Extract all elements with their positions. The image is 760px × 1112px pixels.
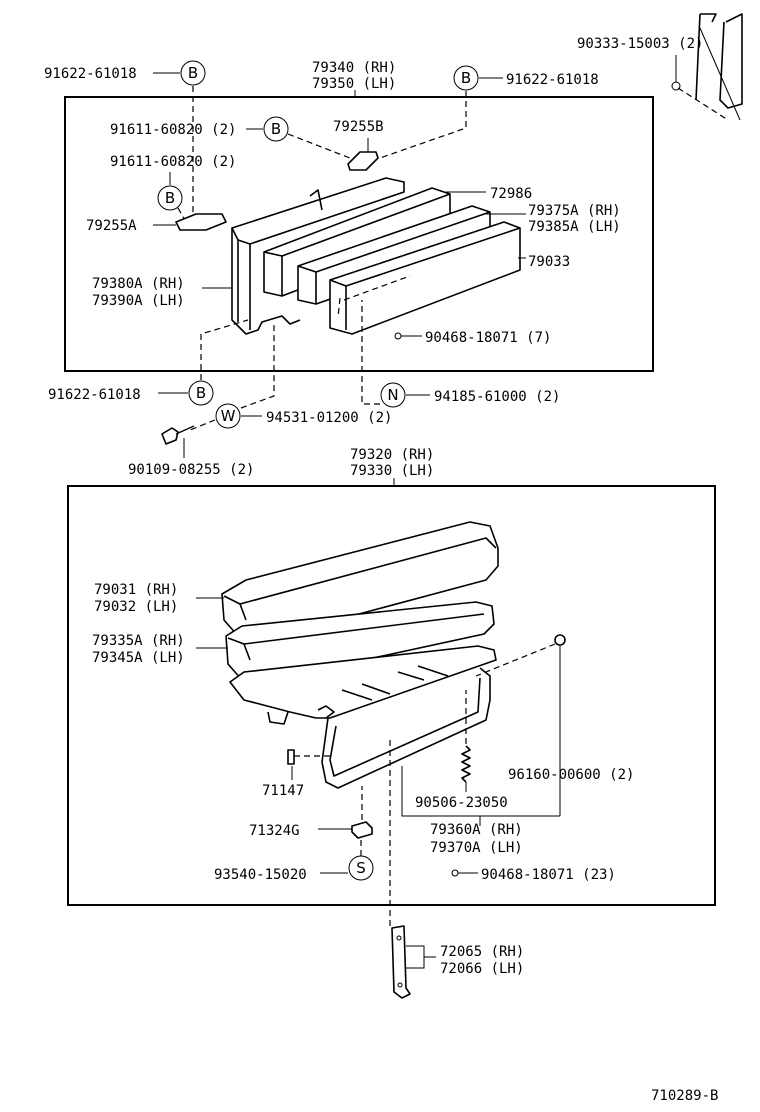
label-72986: 72986: [490, 186, 532, 202]
frame-79335a-edges: [227, 613, 485, 661]
svg-text:B: B: [188, 64, 198, 82]
label-91611-1: 91611-60820 (2): [110, 122, 236, 138]
svg-text:B: B: [271, 120, 281, 138]
svg-text:N: N: [387, 386, 398, 404]
label-79385a: 79385A (LH): [528, 219, 621, 235]
base-tray-hinge: [317, 705, 335, 719]
dash-b-bottom: [200, 319, 249, 380]
leader-79360a: [401, 766, 560, 817]
label-79255b: 79255B: [333, 119, 384, 135]
label-93540: 93540-15020: [214, 867, 307, 883]
label-79345a: 79345A (LH): [92, 650, 185, 666]
bolt-90109: [161, 427, 179, 445]
label-79360a: 79360A (RH): [430, 822, 523, 838]
pad-79375a-edges: [297, 211, 491, 304]
hinge-79255b: [347, 151, 379, 171]
cushion-79033: [329, 221, 521, 335]
label-79335a: 79335A (RH): [92, 633, 185, 649]
svg-text:W: W: [221, 407, 236, 425]
callout-w: W: [215, 403, 241, 429]
svg-text:S: S: [356, 859, 366, 877]
label-71147: 71147: [262, 783, 304, 799]
top-assembly-label-rh: 79340 (RH): [312, 60, 396, 76]
label-91622-top-left: 91622-61018: [44, 66, 137, 82]
label-94531: 94531-01200 (2): [266, 410, 392, 426]
pad-72986-edges: [263, 193, 451, 296]
body-panel-edge: [699, 27, 741, 121]
base-tray: [229, 645, 497, 719]
dash-n: [361, 300, 380, 405]
top-assembly-frame: [64, 96, 654, 372]
callout-b-top-right: B: [453, 65, 479, 91]
leader-72065: [406, 945, 425, 969]
label-90468-23: 90468-18071 (23): [481, 867, 616, 883]
cushion-79033-edges: [329, 227, 521, 330]
stopper-71324g: [351, 821, 373, 839]
label-79255a: 79255A: [86, 218, 137, 234]
clip-90468-23-icon: [451, 869, 459, 877]
label-90506: 90506-23050: [415, 795, 508, 811]
callout-b-bottom: B: [188, 380, 214, 406]
callout-b-91611-1: B: [263, 116, 289, 142]
bracket-hole-1: [396, 935, 402, 941]
base-tray-tab: [267, 711, 289, 725]
body-panel-fragment: [695, 13, 743, 109]
bracket-72065: [391, 925, 411, 999]
label-71324g: 71324G: [249, 823, 300, 839]
label-79370a: 79370A (LH): [430, 840, 523, 856]
label-90333: 90333-15003 (2): [577, 36, 703, 52]
top-assembly-label-lh: 79350 (LH): [312, 76, 396, 92]
cushion-79033-stitch: [337, 275, 411, 319]
dash-96160: [475, 643, 556, 677]
callout-b-top-left: B: [180, 60, 206, 86]
callout-n: N: [380, 382, 406, 408]
label-90468-7: 90468-18071 (7): [425, 330, 551, 346]
callout-b-91611-2: B: [157, 185, 183, 211]
label-91611-2: 91611-60820 (2): [110, 154, 236, 170]
label-79033: 79033: [528, 254, 570, 270]
label-79380a: 79380A (RH): [92, 276, 185, 292]
spring-90506: [461, 745, 471, 783]
cushion-79031-edges: [223, 537, 497, 621]
dash-w: [189, 322, 275, 431]
label-72065: 72065 (RH): [440, 944, 524, 960]
svg-text:B: B: [461, 69, 471, 87]
svg-text:B: B: [196, 384, 206, 402]
label-79375a: 79375A (RH): [528, 203, 621, 219]
dash-b-top-right: [379, 91, 467, 159]
bolt-90109-shaft: [175, 425, 195, 435]
label-96160: 96160-00600 (2): [508, 767, 634, 783]
leg-79360a-inner: [329, 677, 481, 777]
leg-79360a: [321, 667, 491, 789]
label-72066: 72066 (LH): [440, 961, 524, 977]
label-94185: 94185-61000 (2): [434, 389, 560, 405]
label-91622-top-right: 91622-61018: [506, 72, 599, 88]
frame-79335a: [225, 601, 495, 683]
pin-71147: [287, 749, 295, 765]
label-90109: 90109-08255 (2): [128, 462, 254, 478]
nut-96160-icon: [554, 634, 566, 646]
dash-91611-1: [287, 133, 356, 161]
base-tray-slats: [341, 665, 449, 701]
svg-text:B: B: [165, 189, 175, 207]
bracket-hole-2: [397, 982, 403, 988]
bottom-assembly-frame: [67, 485, 716, 906]
bottom-assembly-label-rh: 79320 (RH): [350, 447, 434, 463]
frame-79380a-side: [231, 228, 301, 335]
callout-s: S: [348, 855, 374, 881]
label-79031: 79031 (RH): [94, 582, 178, 598]
diagram-code: 710289-B: [651, 1088, 718, 1104]
hinge-79255a: [175, 213, 227, 231]
label-79032: 79032 (LH): [94, 599, 178, 615]
frame-79380a-side-inner: [237, 240, 251, 330]
clip-90468-7-icon: [394, 332, 402, 340]
bottom-assembly-label-lh: 79330 (LH): [350, 463, 434, 479]
label-91622-bottom: 91622-61018: [48, 387, 141, 403]
label-79390a: 79390A (LH): [92, 293, 185, 309]
screw-90333-icon: [671, 81, 681, 91]
